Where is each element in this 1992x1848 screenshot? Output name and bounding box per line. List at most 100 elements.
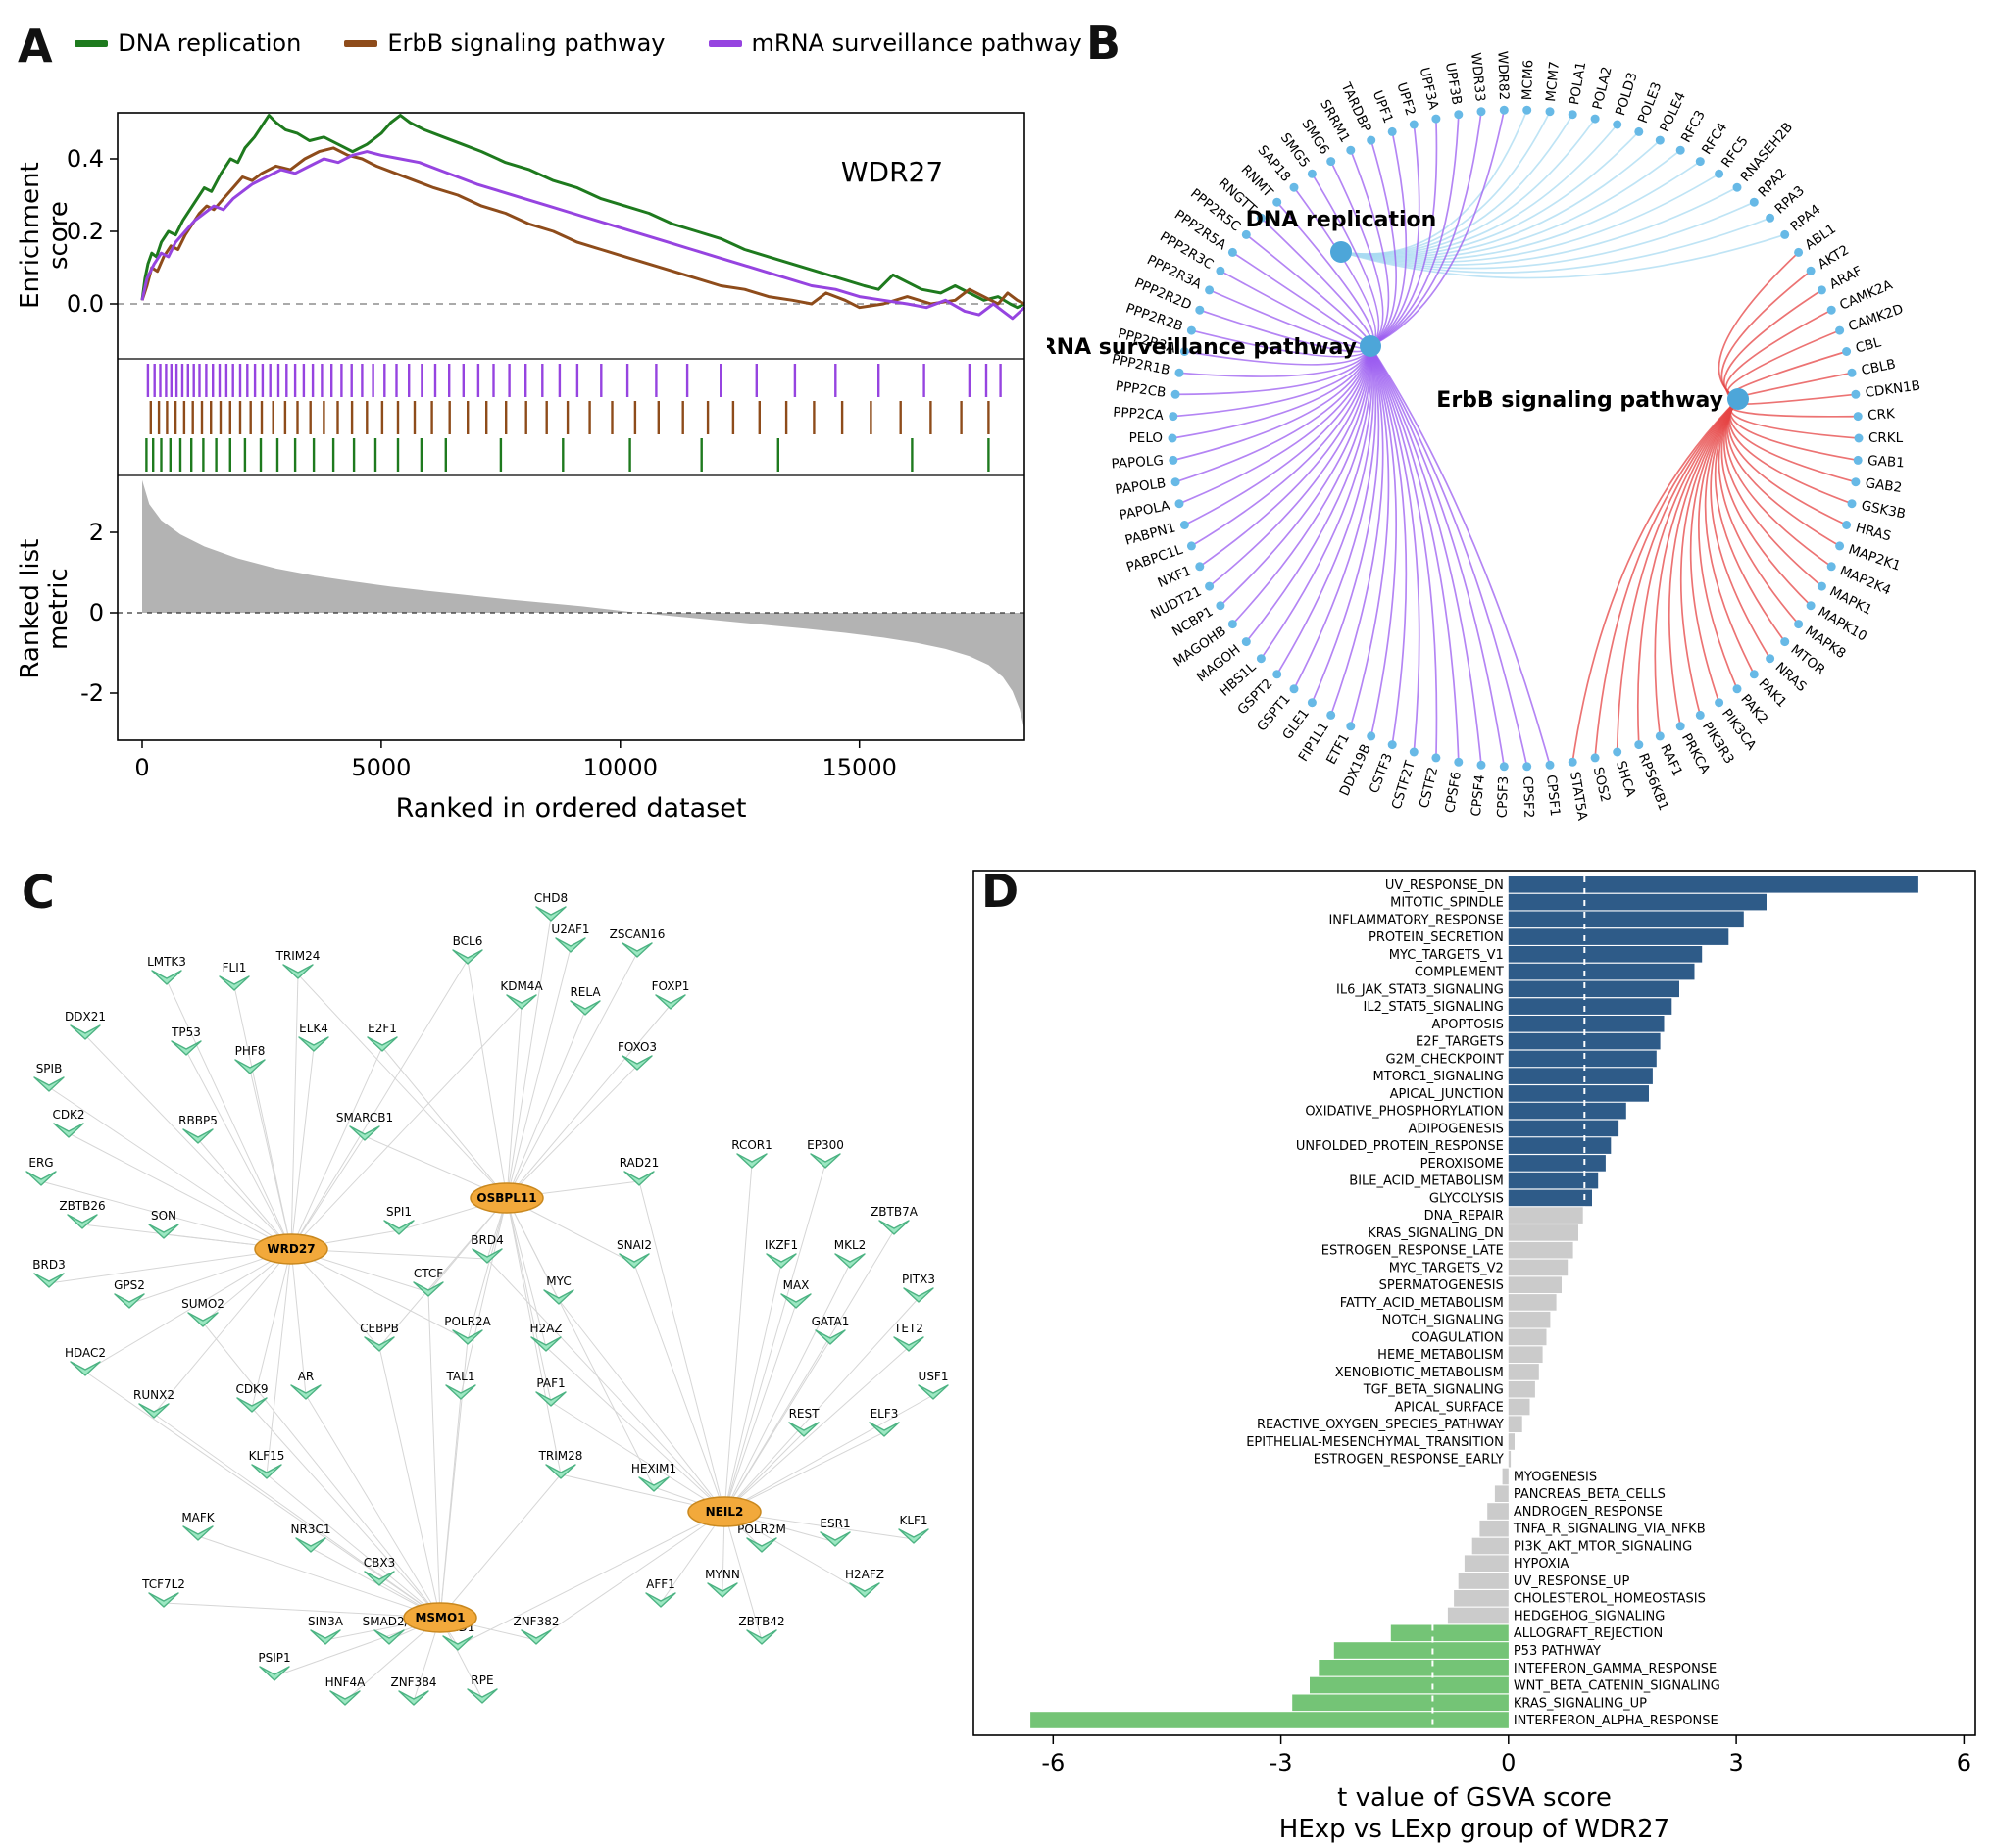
bar-label: EPITHELIAL-MESENCHYMAL_TRANSITION xyxy=(1246,1435,1504,1450)
gene-node xyxy=(1851,477,1861,487)
network-edge xyxy=(290,1135,366,1250)
gene-node xyxy=(1205,285,1215,295)
gene-label: CDK2 xyxy=(52,1108,84,1122)
gene-node xyxy=(1409,747,1419,757)
gene-label: MAX xyxy=(783,1278,810,1292)
gene-arrow-node xyxy=(236,1397,268,1413)
network-edge xyxy=(249,1069,292,1250)
bar-label: NOTCH_SIGNALING xyxy=(1382,1314,1504,1328)
network-edge xyxy=(506,1197,655,1488)
network-edge xyxy=(723,1431,885,1513)
gene-node xyxy=(1853,412,1863,422)
bar-label: SPERMATOGENESIS xyxy=(1379,1278,1504,1293)
pathway-gene-edge xyxy=(1724,398,1832,568)
gene-label: H2AZ xyxy=(529,1322,562,1335)
gene-label: GSK3B xyxy=(1860,498,1907,523)
bar-label: REACTIVE_OXYGEN_SPECIES_PATHWAY xyxy=(1257,1418,1504,1432)
gene-arrow-node xyxy=(869,1422,900,1437)
network-edge xyxy=(290,959,469,1250)
gene-label: SMARCB1 xyxy=(336,1111,393,1124)
network-edge xyxy=(381,1046,508,1199)
pathway-gene-edge xyxy=(1689,398,1739,703)
gene-node xyxy=(1634,126,1644,136)
gene-label: WDR82 xyxy=(1494,51,1512,101)
gene-label: SOS2 xyxy=(1590,766,1614,804)
gene-label: HEXIM1 xyxy=(631,1462,676,1475)
network-edge xyxy=(723,1263,851,1513)
network-edge xyxy=(723,1339,831,1513)
network-edge xyxy=(290,1004,523,1250)
gene-label: GAB2 xyxy=(1865,475,1903,496)
gene-node xyxy=(1174,499,1184,509)
gene-node xyxy=(1634,740,1644,750)
network-edge xyxy=(68,1132,292,1250)
pathway-gene-edge xyxy=(1571,398,1739,763)
bar-label: PANCREAS_BETA_CELLS xyxy=(1514,1487,1666,1502)
enrichment-curve xyxy=(140,114,1025,310)
gene-label: PPP2CA xyxy=(1113,405,1165,424)
gene-label: SUMO2 xyxy=(181,1297,224,1311)
network-edge xyxy=(84,1371,441,1619)
legend-swatch-dna-replication xyxy=(75,39,109,47)
gene-arrow-node xyxy=(898,1528,929,1544)
gene-node xyxy=(1545,760,1555,770)
gene-node xyxy=(1590,114,1600,124)
gene-label: PAPOLB xyxy=(1115,475,1168,498)
gene-arrow-node xyxy=(834,1253,866,1269)
y-tick-label: 0 xyxy=(89,599,104,626)
bar-label: ALLOGRAFT_REJECTION xyxy=(1514,1626,1663,1641)
gene-arrow-node xyxy=(151,970,182,985)
network-edge xyxy=(290,1248,469,1341)
gene-node xyxy=(1346,145,1356,155)
pathway-gene-edge xyxy=(1340,139,1661,258)
pathway-gene-edge xyxy=(1725,309,1832,400)
bar xyxy=(1458,1573,1509,1589)
y-tick-label: -2 xyxy=(80,679,104,707)
x-tick-label: 0 xyxy=(134,754,149,781)
pathway-gene-edge xyxy=(1178,345,1371,505)
bar xyxy=(1310,1676,1509,1694)
pathway-gene-edge xyxy=(1175,345,1371,396)
gene-node xyxy=(1227,247,1237,257)
gene-label: PSIP1 xyxy=(258,1651,290,1665)
gene-arrow-node xyxy=(918,1384,949,1400)
network-edge xyxy=(427,1291,441,1619)
x-tick-label: 5000 xyxy=(351,754,411,781)
gene-arrow-node xyxy=(364,1571,395,1586)
bar xyxy=(1292,1694,1509,1712)
network-edge xyxy=(290,1248,307,1396)
bar xyxy=(1508,1346,1543,1363)
bar xyxy=(1508,1120,1619,1137)
gene-label: PELO xyxy=(1129,430,1163,446)
bar-label: COAGULATION xyxy=(1411,1330,1504,1345)
gene-arrow-node xyxy=(349,1125,380,1141)
gene-node xyxy=(1170,389,1180,399)
bar-label: ESTROGEN_RESPONSE_LATE xyxy=(1321,1244,1504,1259)
network-edge xyxy=(233,985,292,1250)
pathway-gene-edge xyxy=(1329,161,1384,347)
gene-arrow-node xyxy=(329,1690,361,1706)
y-tick-label: 0.2 xyxy=(67,218,104,245)
gene-node xyxy=(1817,581,1826,591)
gene-node xyxy=(1749,197,1759,207)
gene-arrow-node xyxy=(445,1384,476,1400)
bar xyxy=(1508,1276,1562,1293)
gene-arrow-node xyxy=(645,1592,676,1608)
hub-node xyxy=(254,1233,328,1265)
gene-label: MYC xyxy=(546,1274,571,1288)
gene-node xyxy=(1590,753,1600,763)
gene-arrow-node xyxy=(138,1403,170,1419)
pathway-gene-edge xyxy=(1190,345,1371,547)
gene-arrow-node xyxy=(70,1361,101,1376)
gene-label: NXF1 xyxy=(1156,563,1194,591)
pathway-gene-edge xyxy=(1350,149,1390,347)
bar-label: HEME_METABOLISM xyxy=(1377,1348,1504,1363)
gene-label: FLI1 xyxy=(223,961,247,974)
bar xyxy=(1508,980,1679,998)
network-edge xyxy=(48,1248,292,1284)
bar xyxy=(1508,1068,1653,1084)
network-edge xyxy=(506,1004,523,1199)
gene-label: WDR33 xyxy=(1468,52,1488,103)
